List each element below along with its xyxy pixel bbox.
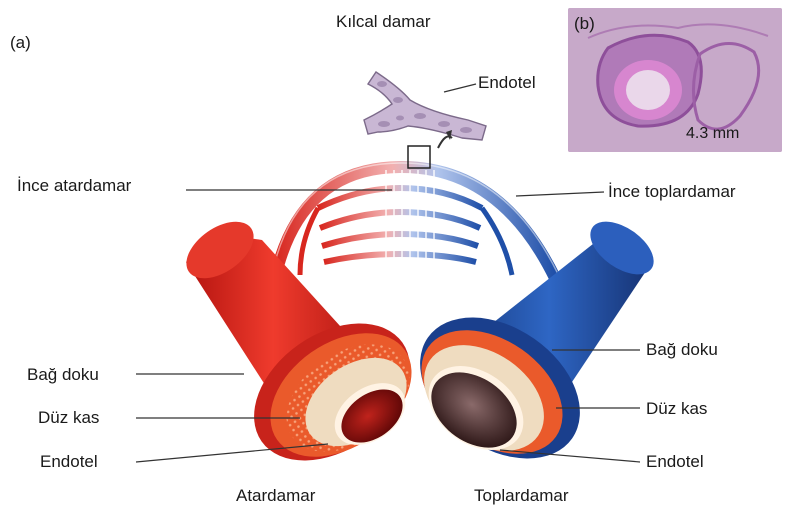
label-vein-connective: Bağ doku — [646, 341, 718, 358]
label-artery-connective: Bağ doku — [27, 366, 99, 383]
label-venule: İnce toplardamar — [608, 183, 736, 200]
capillary-bed — [272, 146, 558, 278]
label-arteriole: İnce atardamar — [17, 177, 131, 194]
histology-micrograph: (b) 4.3 mm — [568, 8, 782, 152]
histology-image — [568, 8, 782, 152]
label-capillary-endothelium: Endotel — [478, 74, 536, 91]
panel-b-tag: (b) — [574, 14, 595, 34]
label-artery: Atardamar — [236, 487, 315, 504]
label-vein-endothelium: Endotel — [646, 453, 704, 470]
label-capillary: Kılcal damar — [336, 13, 430, 30]
scale-label: 4.3 mm — [686, 125, 739, 143]
panel-a-tag: (a) — [10, 34, 31, 51]
capillary-zoom — [364, 72, 486, 148]
label-artery-muscle: Düz kas — [38, 409, 99, 426]
label-artery-endothelium: Endotel — [40, 453, 98, 470]
label-vein-muscle: Düz kas — [646, 400, 707, 417]
label-vein: Toplardamar — [474, 487, 569, 504]
